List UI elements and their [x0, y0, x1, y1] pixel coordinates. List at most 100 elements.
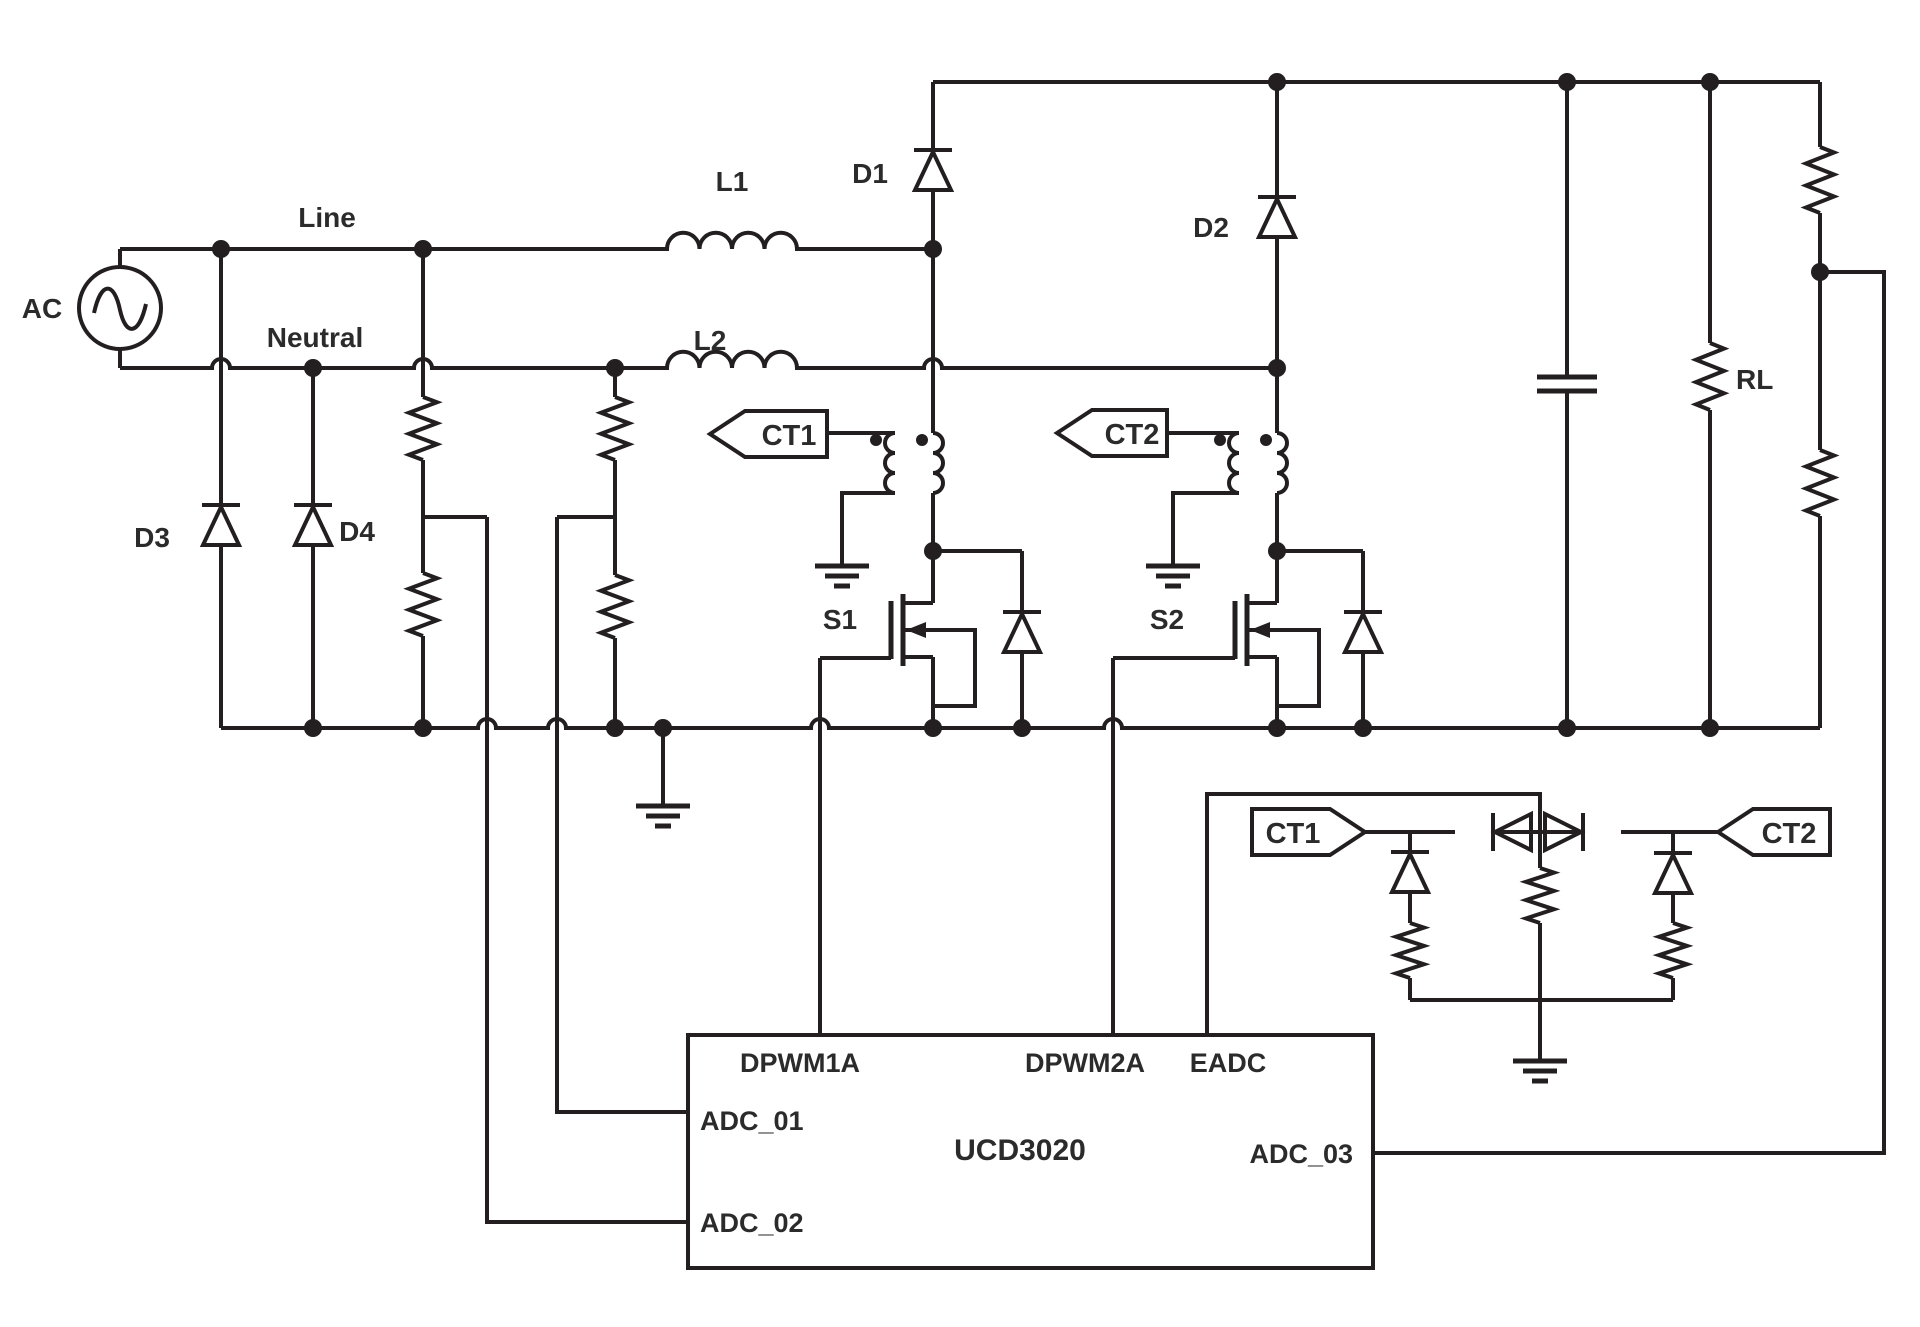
junction-dot	[304, 719, 322, 737]
sense-resistor-center	[1519, 866, 1561, 925]
winding-polarity-dot	[1214, 434, 1226, 446]
pin-dpwm1a: DPWM1A	[740, 1048, 860, 1078]
wires-layer	[118, 80, 1886, 1224]
junction-dot	[1354, 719, 1372, 737]
junction-dot	[606, 719, 624, 737]
pin-eadc: EADC	[1190, 1048, 1267, 1078]
mosfet-s2-body-arrow	[1250, 622, 1270, 638]
rl-label: RL	[1736, 364, 1773, 395]
ct1-winding-b	[932, 431, 945, 495]
junction-dot	[1268, 719, 1286, 737]
l1-label: L1	[716, 166, 749, 197]
neutral-divider-resistor-top	[595, 395, 635, 462]
s1-drain-diode-wire	[933, 549, 1024, 728]
ct2-tag-sense-label: CT2	[1762, 818, 1817, 850]
winding-polarity-dot	[870, 434, 882, 446]
s1-body-source	[903, 601, 977, 728]
ct1-ground-icon	[815, 563, 869, 589]
l2-label: L2	[694, 325, 727, 356]
winding-polarity-dot	[916, 434, 928, 446]
ct2-ground-wire	[1171, 491, 1239, 566]
s1-label: S1	[823, 604, 857, 635]
ct1-tag-sense	[1250, 807, 1369, 857]
pin-adc01: ADC_01	[700, 1106, 804, 1136]
junction-dot	[212, 240, 230, 258]
line-divider-resistor-bottom	[403, 571, 443, 638]
junction-dot	[924, 542, 942, 560]
junction-dot	[1013, 719, 1031, 737]
junction-dot	[1558, 73, 1576, 91]
line-label: Line	[298, 202, 356, 233]
ct2-tag-sense	[1714, 807, 1832, 857]
ac-label: AC	[22, 293, 62, 324]
junction-dot	[606, 359, 624, 377]
ac-source-circle	[77, 265, 163, 351]
d4-label: D4	[339, 516, 375, 547]
s2-gate-wire	[1111, 656, 1235, 1035]
junction-dot	[1811, 263, 1829, 281]
neutral-divider	[555, 368, 688, 1114]
neutral-divider-resistor-bottom	[595, 573, 635, 640]
sense-ground-icon	[1513, 1058, 1567, 1084]
mosfet-s1-body-arrow	[906, 622, 926, 638]
output-divider-resistor-bottom	[1800, 448, 1840, 518]
ac-source	[77, 265, 163, 351]
load-resistor	[1690, 341, 1730, 412]
s2-drain-diode-wire	[1277, 549, 1365, 728]
sense-clamp-diode-ct2	[1651, 850, 1695, 895]
adc03-feedback-wire	[1373, 270, 1886, 1155]
ct1-tag-sense-label: CT1	[1266, 818, 1321, 850]
ground-bottom-rail	[221, 717, 1820, 730]
ct2-winding-a	[1227, 431, 1240, 495]
symbols-layer	[199, 73, 1840, 1084]
sense-resistor-ct2	[1652, 921, 1694, 980]
ct2-tag-power	[1053, 408, 1169, 458]
junction-dot	[1268, 73, 1286, 91]
sense-series-diode-ct2	[1543, 810, 1586, 854]
sense-resistor-ct1	[1389, 921, 1431, 980]
d2-label: D2	[1193, 212, 1229, 243]
junction-dot	[1558, 719, 1576, 737]
ct1-winding-a	[883, 431, 896, 495]
junction-dot	[1701, 719, 1719, 737]
line-divider	[421, 249, 688, 1224]
controller-name: UCD3020	[954, 1134, 1086, 1167]
d3-label: D3	[134, 522, 170, 553]
junction-dot	[924, 240, 942, 258]
junction-dot	[1268, 359, 1286, 377]
s1-antiparallel-diode	[1000, 609, 1044, 654]
junction-dot	[654, 719, 672, 737]
ct1-ground-wire	[840, 491, 895, 566]
s2-body-source	[1247, 601, 1321, 728]
pin-dpwm2a: DPWM2A	[1025, 1048, 1145, 1078]
neutral-rail	[120, 349, 1277, 370]
output-divider-resistor-top	[1800, 145, 1840, 215]
ct2-ground-icon	[1146, 563, 1200, 589]
junction-dot	[304, 359, 322, 377]
sine-icon	[92, 286, 148, 331]
line-rail	[120, 230, 933, 251]
junction-dot	[1268, 542, 1286, 560]
ct1-tag-power-label: CT1	[762, 420, 817, 452]
neutral-label: Neutral	[267, 322, 363, 353]
rectifier-diode-d3	[199, 502, 243, 547]
s1-gate-wire	[818, 656, 891, 1035]
line-divider-resistor-top	[403, 395, 443, 462]
s2-label: S2	[1150, 604, 1184, 635]
pin-adc02: ADC_02	[700, 1208, 804, 1238]
boost-diode-d1	[911, 147, 955, 192]
ct2-winding-b	[1276, 431, 1289, 495]
pin-adc03: ADC_03	[1249, 1139, 1353, 1169]
s2-antiparallel-diode	[1341, 609, 1385, 654]
junction-dot	[414, 240, 432, 258]
junction-dot	[1701, 73, 1719, 91]
d1-label: D1	[852, 158, 888, 189]
junction-dot	[924, 719, 942, 737]
ucd3020-block	[686, 1033, 1375, 1270]
boost-diode-d2	[1255, 194, 1299, 239]
winding-polarity-dot	[1260, 434, 1272, 446]
sense-clamp-diode-ct1	[1388, 849, 1432, 894]
rectifier-diode-d4	[291, 502, 335, 547]
